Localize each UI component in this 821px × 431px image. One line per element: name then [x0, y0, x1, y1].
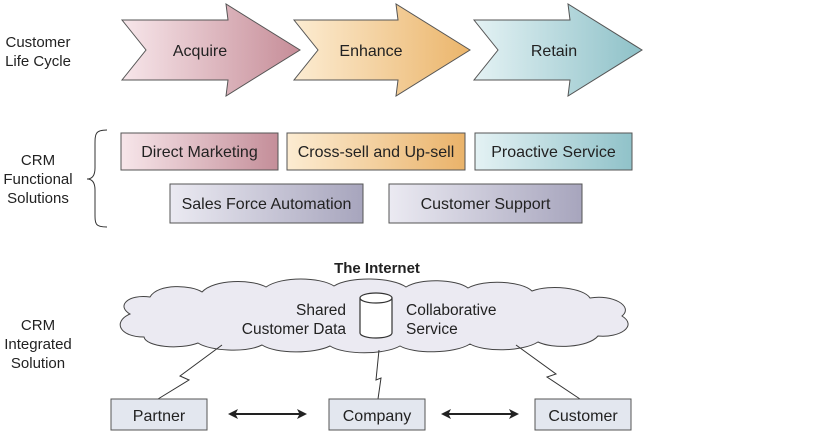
shared-data-line-2: Customer Data — [242, 321, 347, 338]
integrated-label-line-2: Integrated — [4, 336, 72, 353]
company-rect — [328, 398, 426, 431]
proactive-service-box: Proactive Service — [474, 132, 633, 171]
functional-label-line-3: Solutions — [7, 190, 69, 207]
customer-node: Customer — [534, 398, 632, 431]
cross-sell-box: Cross-sell and Up-sell — [286, 132, 466, 171]
enhance-label: Enhance — [339, 43, 402, 60]
retain-label: Retain — [531, 43, 577, 60]
company-link-icon — [375, 349, 382, 400]
integrated-label-line-1: CRM — [21, 317, 55, 334]
life-cycle-label-line-2: Life Cycle — [5, 53, 71, 70]
retain-stage: Retain — [472, 3, 643, 97]
direct-marketing-box: Direct Marketing — [120, 132, 279, 171]
direct-marketing-rect — [120, 132, 279, 171]
curly-brace-icon — [86, 129, 108, 228]
customer-support-rect — [388, 183, 583, 224]
sales-force-automation-box: Sales Force Automation — [169, 183, 364, 224]
acquire-stage: Acquire — [120, 3, 301, 97]
partner-node: Partner — [110, 398, 208, 431]
company-node: Company — [328, 398, 426, 431]
retain-chevron — [472, 3, 643, 97]
database-cylinder-icon — [359, 292, 393, 339]
shared-data-line-1: Shared — [296, 302, 346, 319]
sales-force-automation-label: Sales Force Automation — [182, 196, 352, 213]
partner-link-icon — [157, 344, 223, 400]
company-label: Company — [343, 408, 411, 425]
cross-sell-rect — [286, 132, 466, 171]
collaborative-service-line-2: Service — [406, 321, 458, 338]
customer-link-icon — [515, 344, 581, 400]
partner-rect — [110, 398, 208, 431]
acquire-label: Acquire — [173, 43, 227, 60]
functional-label-line-1: CRM — [21, 152, 55, 169]
cross-sell-label: Cross-sell and Up-sell — [298, 144, 455, 161]
customer-label: Customer — [548, 408, 618, 425]
collaborative-service-line-1: Collaborative — [406, 302, 496, 319]
sales-force-automation-rect — [169, 183, 364, 224]
proactive-service-rect — [474, 132, 633, 171]
customer-support-box: Customer Support — [388, 183, 583, 224]
partner-label: Partner — [133, 408, 186, 425]
functional-label-line-2: Functional — [3, 171, 72, 188]
direct-marketing-label: Direct Marketing — [141, 144, 257, 161]
enhance-stage: Enhance — [292, 3, 471, 97]
enhance-chevron — [292, 3, 471, 97]
internet-title: The Internet — [334, 260, 420, 277]
customer-rect — [534, 398, 632, 431]
integrated-label-line-3: Solution — [11, 355, 65, 372]
life-cycle-label-line-1: Customer — [5, 34, 70, 51]
acquire-chevron — [120, 3, 301, 97]
proactive-service-label: Proactive Service — [491, 144, 616, 161]
customer-support-label: Customer Support — [421, 196, 551, 213]
